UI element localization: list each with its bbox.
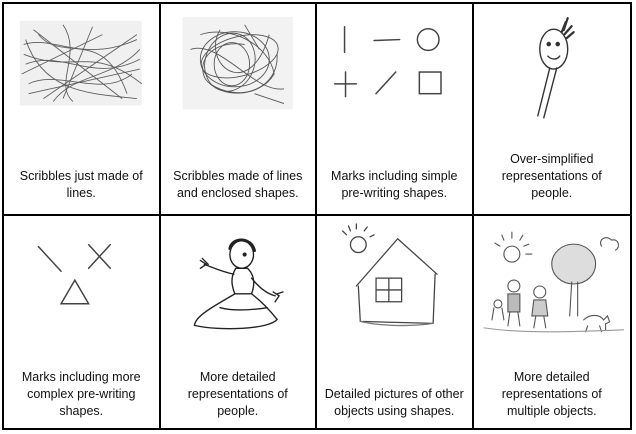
stick-figure-drawing	[474, 4, 631, 144]
detailed-person-drawing	[161, 216, 316, 356]
cell-scribble-shapes: Scribbles made of lines and enclosed sha…	[161, 4, 318, 216]
roof-mark	[356, 239, 437, 286]
simple-shapes-drawing	[317, 4, 472, 144]
caption: More detailed representations of multipl…	[480, 369, 625, 420]
caption: Scribbles just made of lines.	[10, 168, 153, 202]
cell-multiple-objects: More detailed representations of multipl…	[474, 216, 631, 428]
square-mark	[419, 72, 441, 94]
sun-mark	[350, 237, 366, 253]
caption: More detailed representations of people.	[167, 369, 310, 420]
cell-detailed-objects: Detailed pictures of other objects using…	[317, 216, 474, 428]
cat-mark	[583, 315, 609, 331]
scribble-lines-drawing	[4, 4, 159, 144]
complex-shapes-drawing	[4, 216, 159, 356]
cell-scribble-lines: Scribbles just made of lines.	[4, 4, 161, 216]
caption: Marks including more complex pre-writing…	[10, 369, 153, 420]
cell-simple-shapes: Marks including simple pre-writing shape…	[317, 4, 474, 216]
caption: Scribbles made of lines and enclosed sha…	[167, 168, 310, 202]
drawing-stages-grid: Scribbles just made of lines.	[2, 2, 632, 430]
sun-mark	[503, 246, 519, 262]
cell-simple-people: Over-simplified representations of peopl…	[474, 4, 631, 216]
cell-detailed-people: More detailed representations of people.	[161, 216, 318, 428]
horizontal-line-mark	[374, 40, 400, 41]
cell-complex-shapes: Marks including more complex pre-writing…	[4, 216, 161, 428]
circle-mark	[417, 29, 439, 51]
scribble-shapes-drawing	[161, 4, 316, 144]
person-head-1	[507, 280, 519, 292]
person-head-2	[533, 286, 545, 298]
multiple-objects-drawing	[474, 216, 631, 356]
diagonal-line-mark	[376, 72, 396, 94]
caption: Over-simplified representations of peopl…	[480, 151, 625, 202]
tree-crown	[551, 244, 595, 284]
caption: Detailed pictures of other objects using…	[323, 386, 466, 420]
cloud-mark	[600, 238, 618, 250]
diagonal-line-mark	[38, 247, 61, 272]
caption: Marks including simple pre-writing shape…	[323, 168, 466, 202]
house-drawing	[317, 216, 472, 356]
triangle-mark	[61, 280, 89, 304]
